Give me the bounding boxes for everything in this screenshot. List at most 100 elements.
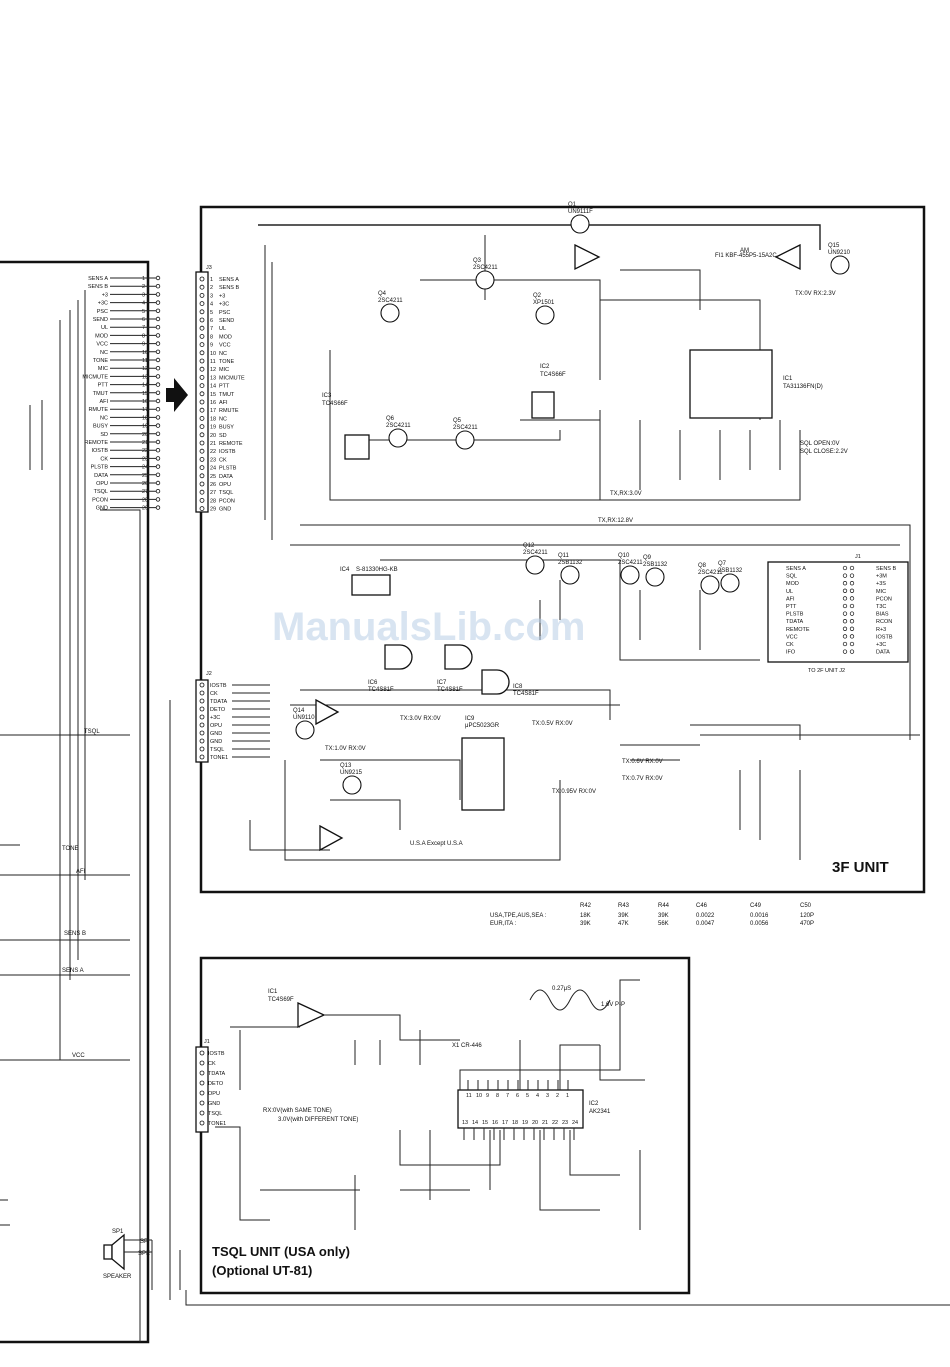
tsql-ic1-gate (297, 1001, 326, 1029)
ic2-pin-number: 11 (466, 1093, 472, 1099)
pin-dot-icon (199, 497, 205, 503)
pin-dot-icon (199, 1100, 205, 1106)
j3-pin-label: BUSY (219, 425, 234, 431)
wave-amp: 1.6V P-P (601, 1002, 625, 1008)
j3-pin-number: 20 (210, 433, 216, 439)
j1-right-pin-label: +3S (876, 581, 886, 587)
tsql-j1-pin-label: OPU (208, 1091, 220, 1097)
transistor-part: 2SC4211 (473, 265, 498, 271)
speaker-pin-spe: SPE (138, 1251, 150, 1257)
variant-table-header: C49 (750, 903, 762, 909)
ic2-pin-number: 15 (482, 1120, 488, 1126)
pin-dot-icon (842, 619, 848, 624)
transistor-icon (535, 305, 555, 325)
left-pin-label: SENS A (88, 276, 108, 282)
q13-amp (319, 824, 344, 852)
j3-ref: J3 (206, 265, 212, 271)
transistor-part: 2SC4211 (378, 298, 403, 304)
pin-dot-icon (155, 505, 161, 510)
ic2-part: TC4S66F (540, 372, 566, 378)
variant-table-header: R43 (618, 903, 630, 909)
pin-dot-icon (199, 391, 205, 397)
j3-pin-label: MIC (219, 367, 229, 373)
left-pin-label: TMUT (93, 391, 109, 397)
j3-pin-number: 26 (210, 482, 216, 488)
transistor-ref: Q7 (718, 561, 727, 567)
left-label-tsql: TSQL (84, 729, 100, 735)
ic1-ref: IC1 (783, 376, 793, 382)
pin-dot-icon (155, 497, 161, 502)
j1-right-pin-label: SENS B (876, 566, 897, 572)
j3-pin-label: RMUTE (219, 408, 239, 414)
note-sql-open: SQL OPEN:0V (800, 441, 839, 447)
ic7-gate (444, 644, 473, 670)
transistor-ref: Q15 (828, 243, 840, 249)
pin-dot-icon (155, 300, 161, 305)
pin-dot-icon (842, 581, 848, 586)
j3-pin-label: +3 (219, 293, 225, 299)
j3-pin-label: SD (219, 433, 227, 439)
transistor-part: 2SC4211 (698, 570, 723, 576)
wave-period: 0.27μS (552, 986, 571, 992)
note-tx-rx-23: TX:0V RX:2.3V (795, 291, 836, 297)
j2-pin-label: CK (210, 691, 218, 697)
transistor-part: XP1501 (533, 300, 555, 306)
transistor-ref: Q8 (698, 563, 707, 569)
j3-pin-label: +3C (219, 302, 229, 308)
j1-left-pin-label: PLSTB (786, 612, 804, 618)
transistor-ref: Q11 (558, 553, 570, 559)
pin-dot-icon (155, 390, 161, 395)
left-pin-label: SEND (93, 317, 108, 323)
pin-dot-icon (155, 423, 161, 428)
pin-dot-icon (199, 730, 205, 736)
j3-pin-label: AFI (219, 400, 228, 406)
pin-dot-icon (155, 472, 161, 477)
j3-pin-number: 1 (210, 277, 213, 283)
transistor-part: 2SC4211 (453, 425, 478, 431)
variant-table-header: C50 (800, 903, 812, 909)
left-pin-number: 8 (142, 333, 145, 339)
j1-right-pin-label: MIC (876, 589, 886, 595)
tsql-ic2-block (457, 1089, 584, 1129)
j3-pin-label: PSC (219, 310, 230, 316)
j3-pin-label: VCC (219, 343, 231, 349)
transistor-icon (455, 430, 475, 450)
j3-pin-number: 24 (210, 466, 216, 472)
tsql-j1-connector (195, 1046, 209, 1133)
left-pin-number: 27 (142, 489, 148, 495)
ic3-ref: IC3 (322, 393, 332, 399)
sine-wave-icon (529, 989, 611, 1011)
pin-dot-icon (155, 333, 161, 338)
pin-dot-icon (199, 399, 205, 405)
left-pin-label: GND (96, 506, 108, 512)
j3-pin-label: NC (219, 351, 227, 357)
variant-table-cell: 39K (658, 913, 669, 919)
j1-left-pin-label: AFI (786, 596, 795, 602)
j3-pin-label: SENS A (219, 277, 239, 283)
ic2-pin-number: 21 (542, 1120, 548, 1126)
variant-table-cell: 47K (618, 921, 629, 927)
pin-dot-icon (849, 588, 855, 593)
left-pin-number: 2 (142, 284, 145, 290)
pin-dot-icon (199, 714, 205, 720)
unit-tsql: TSQL UNIT (USA only) (Optional UT-81) J1… (195, 956, 691, 1295)
pin-dot-icon (199, 415, 205, 421)
transistor-part: UN9111F (568, 209, 593, 215)
j3-pin-number: 15 (210, 392, 216, 398)
transistor-part: 2SC4211 (523, 550, 548, 556)
pin-dot-icon (155, 374, 161, 379)
variant-table-cell: EUR,ITA : (490, 921, 517, 927)
left-pin-number: 26 (142, 481, 148, 487)
j3-pin-number: 25 (210, 474, 216, 480)
ic6-gate (384, 644, 413, 670)
left-label-tone: TONE (62, 846, 79, 852)
j3-pin-label: DATA (219, 474, 233, 480)
pin-dot-icon (155, 357, 161, 363)
q1-amp (574, 243, 601, 271)
ic2-pin-number: 13 (462, 1120, 468, 1126)
j1-left-pin-label: SQL (786, 574, 797, 580)
j3-pin-label: PCON (219, 498, 235, 504)
left-pin-label: BUSY (93, 424, 108, 430)
